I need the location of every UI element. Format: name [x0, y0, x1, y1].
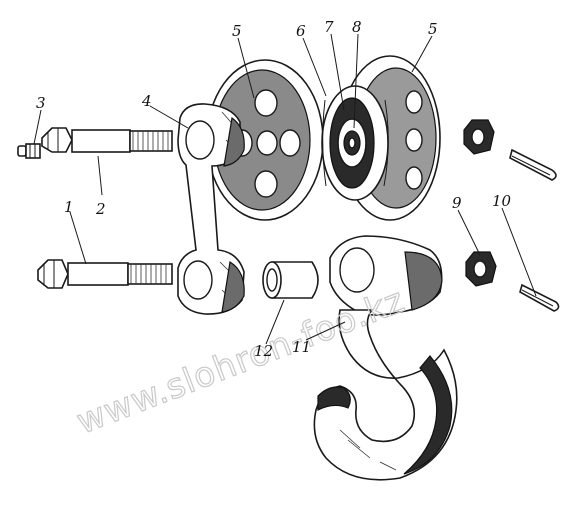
callout-5-right: 5 [428, 20, 438, 38]
lower-bolt [37, 259, 173, 289]
callout-4: 4 [141, 92, 152, 110]
callout-3: 3 [36, 94, 46, 112]
leader-lines [33, 33, 537, 345]
callout-8: 8 [352, 18, 362, 36]
upper-cotter-pin [509, 148, 557, 181]
callout-10: 10 [492, 192, 512, 210]
callout-9: 9 [452, 194, 462, 212]
spacer-bushing [262, 261, 319, 299]
callout-6: 6 [296, 22, 306, 40]
cheek-plate-left [206, 59, 324, 221]
sheave [321, 85, 389, 201]
callout-2: 2 [95, 200, 106, 218]
callout-1: 1 [64, 198, 74, 216]
grease-nipple [17, 143, 41, 159]
side-link [177, 103, 245, 315]
upper-castle-nut [463, 119, 495, 155]
hook [313, 235, 458, 481]
callout-11: 11 [292, 338, 311, 356]
lower-cotter-pin [519, 283, 560, 312]
upper-bolt [41, 127, 173, 153]
callout-7: 7 [324, 18, 334, 36]
callout-5-left: 5 [232, 22, 242, 40]
callout-12: 12 [254, 342, 273, 360]
callout-labels: 3 2 1 4 5 6 7 8 5 9 10 11 12 [36, 18, 512, 360]
lower-castle-nut [465, 251, 497, 287]
